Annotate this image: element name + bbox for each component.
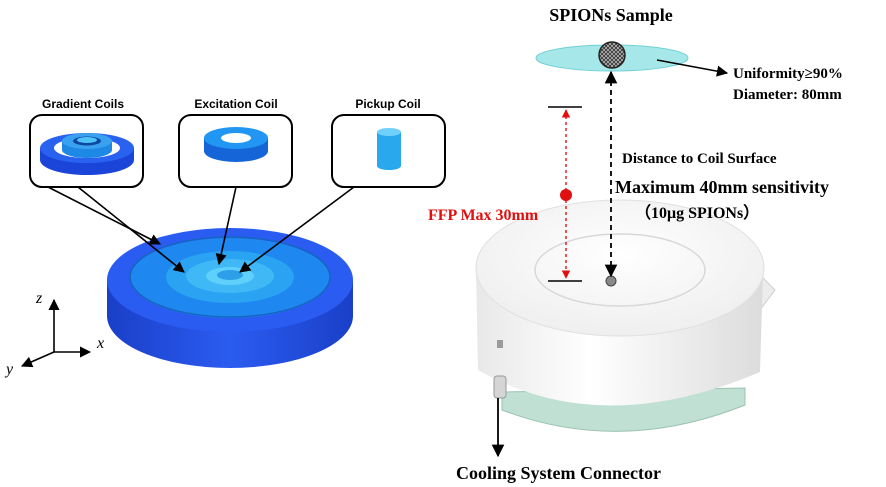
ffp-label: FFP Max 30mm [428,207,539,224]
z-axis-label: z [35,290,43,307]
uniformity-label: Uniformity≥90% [733,66,843,82]
pickup-coil-label: Pickup Coil [355,97,420,111]
gradient-coils-label: Gradient Coils [42,97,124,111]
y-axis-label: y [4,361,14,378]
distance-label: Distance to Coil Surface [622,151,777,167]
cooling-label: Cooling System Connector [456,463,661,483]
gradient-arrow-outer [47,186,161,245]
excitation-coil-label: Excitation Coil [194,97,277,111]
sample-title: SPIONs Sample [549,5,673,25]
gradient-coils-icon [40,133,134,175]
ffp-point [560,189,572,201]
pickup-coil-icon [377,128,401,170]
pickup-arrow [239,186,355,273]
x-axis-label: x [96,335,104,352]
sample-particles [598,41,626,69]
diameter-label: Diameter: 80mm [733,87,842,103]
uniformity-arrow [656,59,729,77]
spions-amount-label: （10μg SPIONs） [635,204,759,222]
gradient-arrow-inner [77,186,185,273]
device-photo [475,199,776,432]
sensitivity-label: Maximum 40mm sensitivity [615,177,829,197]
excitation-coil-icon [204,127,268,162]
excitation-arrow [215,186,237,266]
coil-assembly [107,228,353,368]
coordinate-axes [20,298,92,368]
